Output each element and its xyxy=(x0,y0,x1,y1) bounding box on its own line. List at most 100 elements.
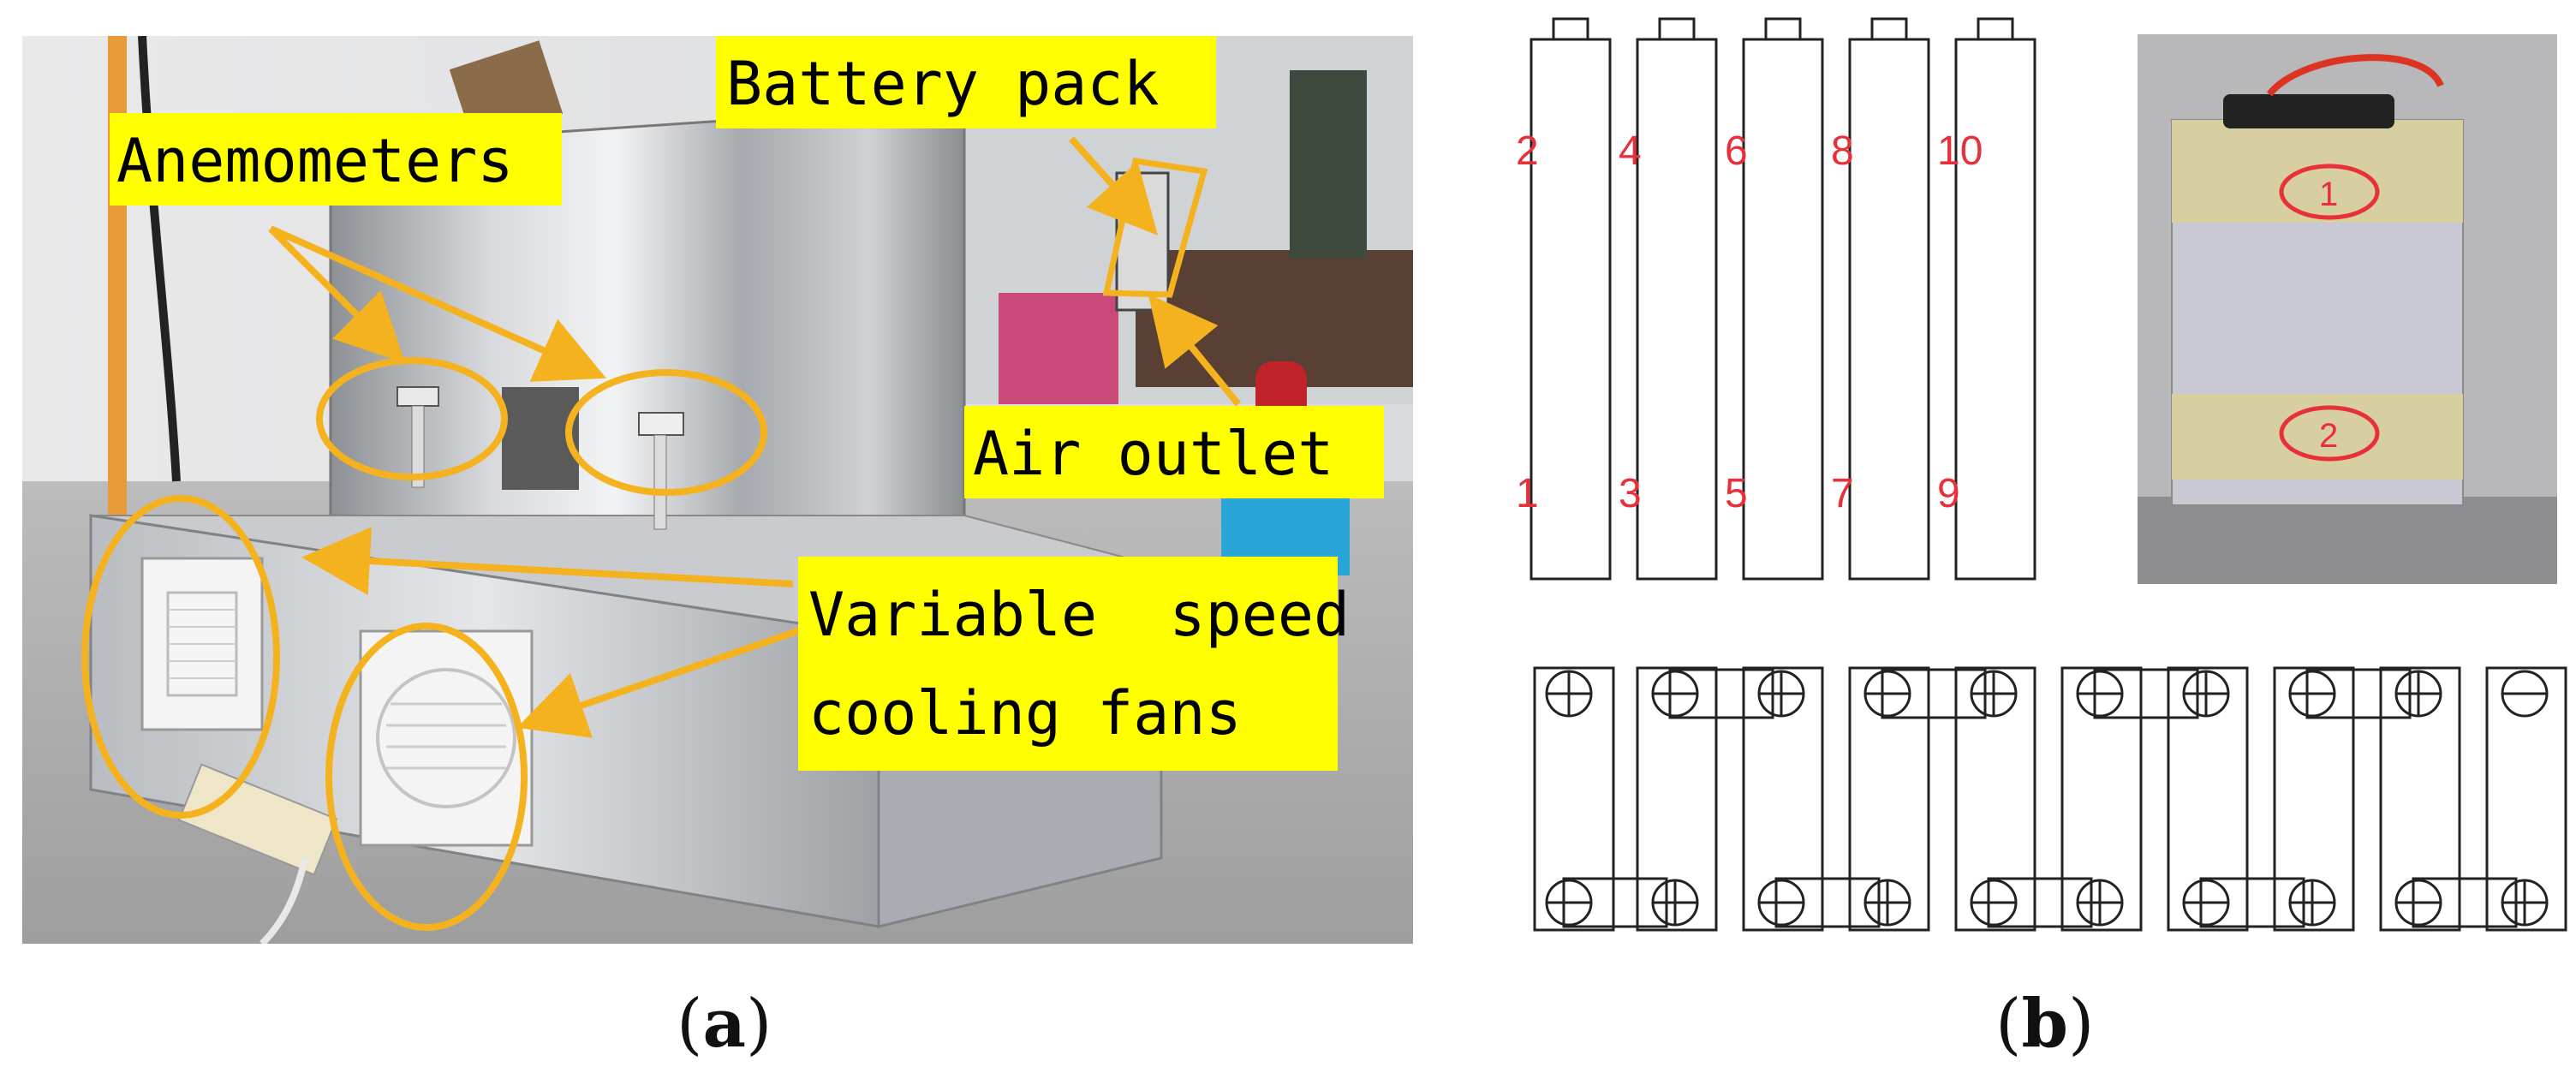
terminal-plus-bottom-10 xyxy=(2501,879,2549,927)
fan-2 xyxy=(359,629,534,847)
num-2: 2 xyxy=(1516,128,1539,174)
cell-photo: 1 2 xyxy=(2138,34,2557,584)
terminal-plus-bottom-2 xyxy=(1651,879,1699,927)
terminal-plus-top-7 xyxy=(2182,670,2230,718)
cell-column-4 xyxy=(1848,17,1930,581)
num-1: 1 xyxy=(1516,471,1539,516)
cell-box-4 xyxy=(1848,666,1930,932)
cell-column-5 xyxy=(1954,17,2036,581)
label-battery-pack-text: Battery pack xyxy=(726,49,1160,119)
cell-tape-top xyxy=(2172,120,2463,223)
caption-b: (b) xyxy=(1995,985,2095,1063)
terminal-plus-top-1 xyxy=(1545,670,1593,718)
cell-column-2 xyxy=(1636,17,1718,581)
wall-cable xyxy=(138,35,181,482)
terminal-minus-top-6 xyxy=(2076,670,2124,718)
label-battery-pack: Battery pack xyxy=(716,36,1216,128)
label-fans-line2: cooling fans xyxy=(808,678,1242,748)
num-10: 10 xyxy=(1937,128,1983,174)
caption-a: (a) xyxy=(677,985,772,1063)
cell-box-2 xyxy=(1636,666,1718,932)
mark-2-ellipse xyxy=(2279,405,2380,462)
cell-column-row xyxy=(1530,17,2036,581)
mark-1: 1 xyxy=(2319,176,2338,213)
terminal-minus-bottom-3 xyxy=(1757,879,1805,927)
thermocouple-numbers: 2 4 6 8 10 1 3 5 7 9 xyxy=(1516,128,1983,516)
power-cord xyxy=(259,857,308,946)
cell-box-10 xyxy=(2485,666,2567,932)
num-3: 3 xyxy=(1619,471,1642,516)
cell-connection-diagram xyxy=(1533,666,2567,932)
cell-box-8 xyxy=(2273,666,2355,932)
num-9: 9 xyxy=(1937,471,1960,516)
cell-box-9 xyxy=(2379,666,2461,932)
pink-object xyxy=(999,293,1118,404)
cell-terminals xyxy=(2223,94,2394,128)
cell-box-1 xyxy=(1533,666,1615,932)
caption-b-letter: b xyxy=(2021,985,2068,1063)
cell-box-3 xyxy=(1742,666,1824,932)
anemometer-arrow-2 xyxy=(269,225,606,382)
terminal-minus-top-4 xyxy=(1863,670,1911,718)
air-outlet-arrow xyxy=(1148,294,1242,407)
terminal-minus-top-2 xyxy=(1651,670,1699,718)
label-air-outlet: Air outlet xyxy=(964,406,1384,498)
fan-arrow-2 xyxy=(516,623,812,738)
test-rig-photo: Battery pack Anemometers Air outlet Vari… xyxy=(22,35,1413,946)
label-air-outlet-bg xyxy=(964,406,1384,498)
terminal-minus-bottom-7 xyxy=(2182,879,2230,927)
cell-column-1 xyxy=(1530,17,1612,581)
battery-pack-arrow xyxy=(1069,136,1159,235)
terminal-plus-bottom-6 xyxy=(2076,879,2124,927)
anemometer-2-stem xyxy=(653,434,667,530)
panel-a-photo: Battery pack Anemometers Air outlet Vari… xyxy=(22,35,1413,946)
anemometer-arrow-1 xyxy=(268,226,405,363)
terminal-plus-top-3 xyxy=(1757,670,1805,718)
num-4: 4 xyxy=(1619,128,1642,174)
cell-box-6 xyxy=(2060,666,2143,932)
fan-1 xyxy=(140,557,264,731)
label-fans-bg xyxy=(798,557,1338,771)
label-fans: Variable speed cooling fans xyxy=(798,557,1350,771)
anemometer-1-ellipse xyxy=(316,357,508,480)
power-strip xyxy=(177,763,338,876)
terminal-minus-bottom-9 xyxy=(2394,879,2442,927)
num-6: 6 xyxy=(1725,128,1748,174)
annotation-layer xyxy=(81,136,1242,931)
mark-1-ellipse xyxy=(2279,164,2380,220)
fan-2-ellipse xyxy=(325,623,528,931)
anemometer-2-head xyxy=(638,412,684,436)
anemometer-2-ellipse xyxy=(565,369,767,496)
mark-2: 2 xyxy=(2319,417,2338,455)
cell-wire xyxy=(2266,54,2444,97)
machine xyxy=(1290,70,1367,259)
num-7: 7 xyxy=(1831,471,1854,516)
label-battery-pack-bg xyxy=(716,36,1216,128)
battery-arrangement-figure: 2 4 6 8 10 1 3 5 7 9 1 2 xyxy=(1516,17,2567,932)
fan-arrow-1 xyxy=(301,527,794,595)
cell-column-3 xyxy=(1742,17,1824,581)
caption-a-letter: a xyxy=(702,985,746,1063)
label-fans-line1: Variable speed xyxy=(808,580,1350,650)
anemometer-1-head xyxy=(397,386,439,407)
terminal-minus-bottom-5 xyxy=(1970,879,2018,927)
num-8: 8 xyxy=(1831,128,1854,174)
num-5: 5 xyxy=(1725,471,1748,516)
terminal-minus-top-8 xyxy=(2288,670,2336,718)
cell-box-5 xyxy=(1954,666,2036,932)
terminal-plus-top-5 xyxy=(1970,670,2018,718)
label-air-outlet-text: Air outlet xyxy=(973,419,1333,489)
panel-b: 2 4 6 8 10 1 3 5 7 9 1 2 xyxy=(1499,0,2576,942)
fan-1-ellipse xyxy=(81,495,280,819)
cell-box-7 xyxy=(2167,666,2249,932)
mop-handle xyxy=(108,36,127,516)
terminal-plus-top-9 xyxy=(2394,670,2442,718)
terminal-minus-bottom-1 xyxy=(1545,879,1593,927)
terminal-minus-top-10 xyxy=(2501,670,2549,718)
label-anemometers-bg xyxy=(110,113,562,206)
terminal-plus-bottom-8 xyxy=(2288,879,2336,927)
anemometer-1-stem xyxy=(411,405,425,488)
terminal-plus-bottom-4 xyxy=(1863,879,1911,927)
label-anemometers: Anemometers xyxy=(110,113,562,206)
label-anemometers-text: Anemometers xyxy=(116,126,514,196)
